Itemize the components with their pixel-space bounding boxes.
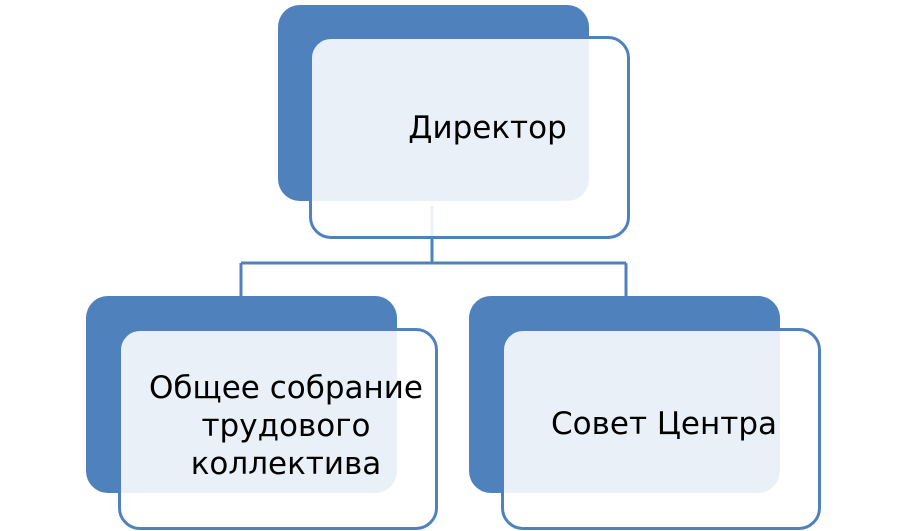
node-center-council: Совет Центра <box>469 296 821 531</box>
node-center-council-label: Совет Центра <box>550 406 777 442</box>
node-general-assembly-label: Общее собрание трудового коллектива <box>148 370 423 482</box>
node-director-label: Директор <box>408 109 567 146</box>
node-general-assembly-card: Общее собрание трудового коллектива <box>118 328 438 530</box>
node-director: Директор <box>278 5 630 239</box>
node-center-council-card: Совет Центра <box>501 328 821 530</box>
node-general-assembly: Общее собрание трудового коллектива <box>86 296 438 531</box>
node-director-card: Директор <box>309 36 630 239</box>
